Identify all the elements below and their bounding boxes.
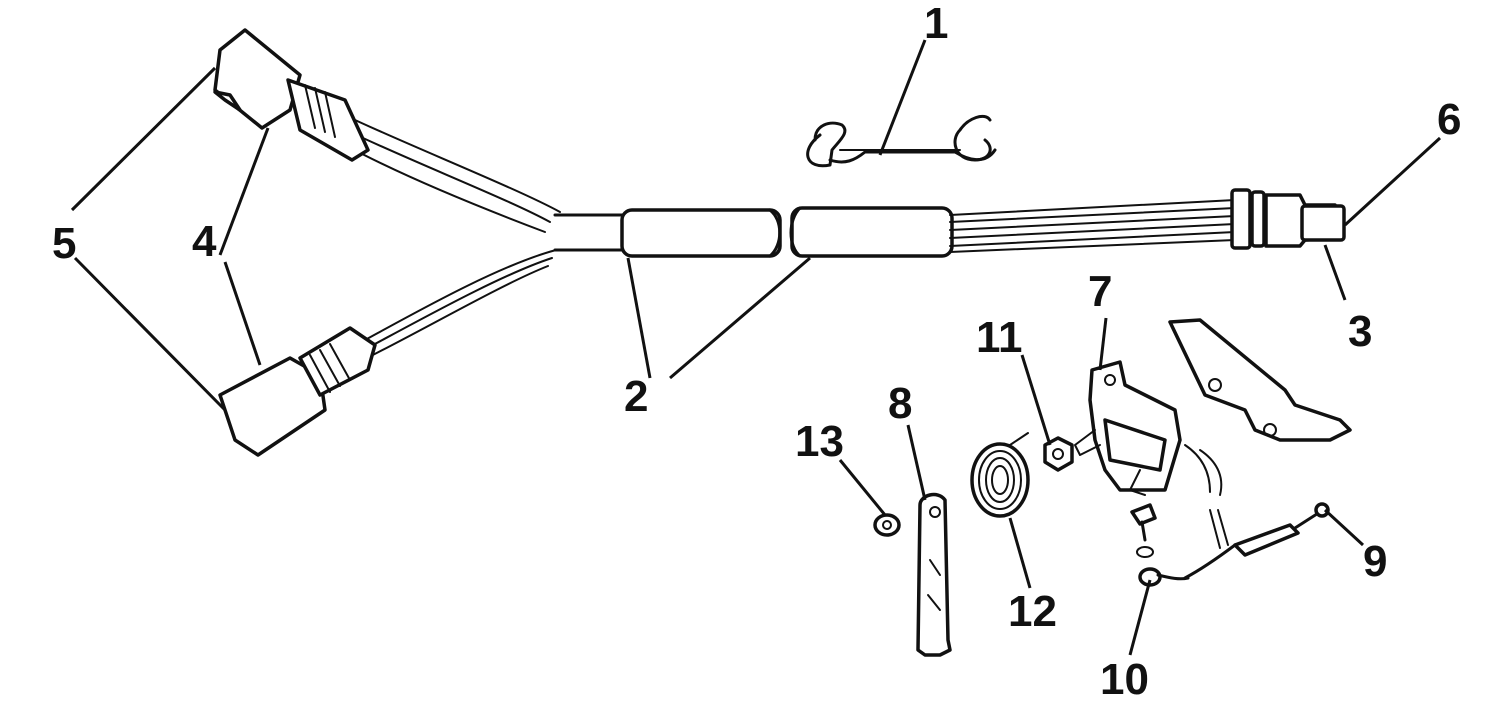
callout-10: 10 xyxy=(1100,655,1149,704)
part-8-lever xyxy=(916,492,952,657)
callout-3: 3 xyxy=(1348,307,1373,356)
part-13-washer xyxy=(873,513,901,537)
callout-6: 6 xyxy=(1437,95,1462,144)
callout-leaders xyxy=(70,39,1442,656)
part-7-switch xyxy=(1074,360,1223,496)
callout-12: 12 xyxy=(1008,587,1057,636)
part-9-wire-lead xyxy=(1183,502,1330,580)
callout-9: 9 xyxy=(1363,537,1388,586)
callout-8: 8 xyxy=(888,379,913,428)
part-3-6-end-connector xyxy=(1230,188,1346,250)
harness-y-branches xyxy=(344,119,561,365)
part-4-5-lower-connector xyxy=(218,326,377,457)
callout-2: 2 xyxy=(624,372,649,421)
mounting-bracket xyxy=(1168,318,1352,442)
part-12-spring xyxy=(970,432,1030,518)
part-2-harness-sleeves xyxy=(553,199,1236,258)
part-1-wire-clip xyxy=(806,114,997,168)
part-11-nut xyxy=(1043,436,1074,472)
part-10-screw-terminal xyxy=(1130,503,1190,587)
callout-4: 4 xyxy=(192,217,217,266)
callout-11: 11 xyxy=(976,313,1023,362)
callout-13: 13 xyxy=(795,417,844,466)
callout-7: 7 xyxy=(1088,267,1113,316)
callout-1: 1 xyxy=(924,0,949,48)
callout-5: 5 xyxy=(52,219,77,268)
part-4-5-upper-connector xyxy=(213,28,370,162)
